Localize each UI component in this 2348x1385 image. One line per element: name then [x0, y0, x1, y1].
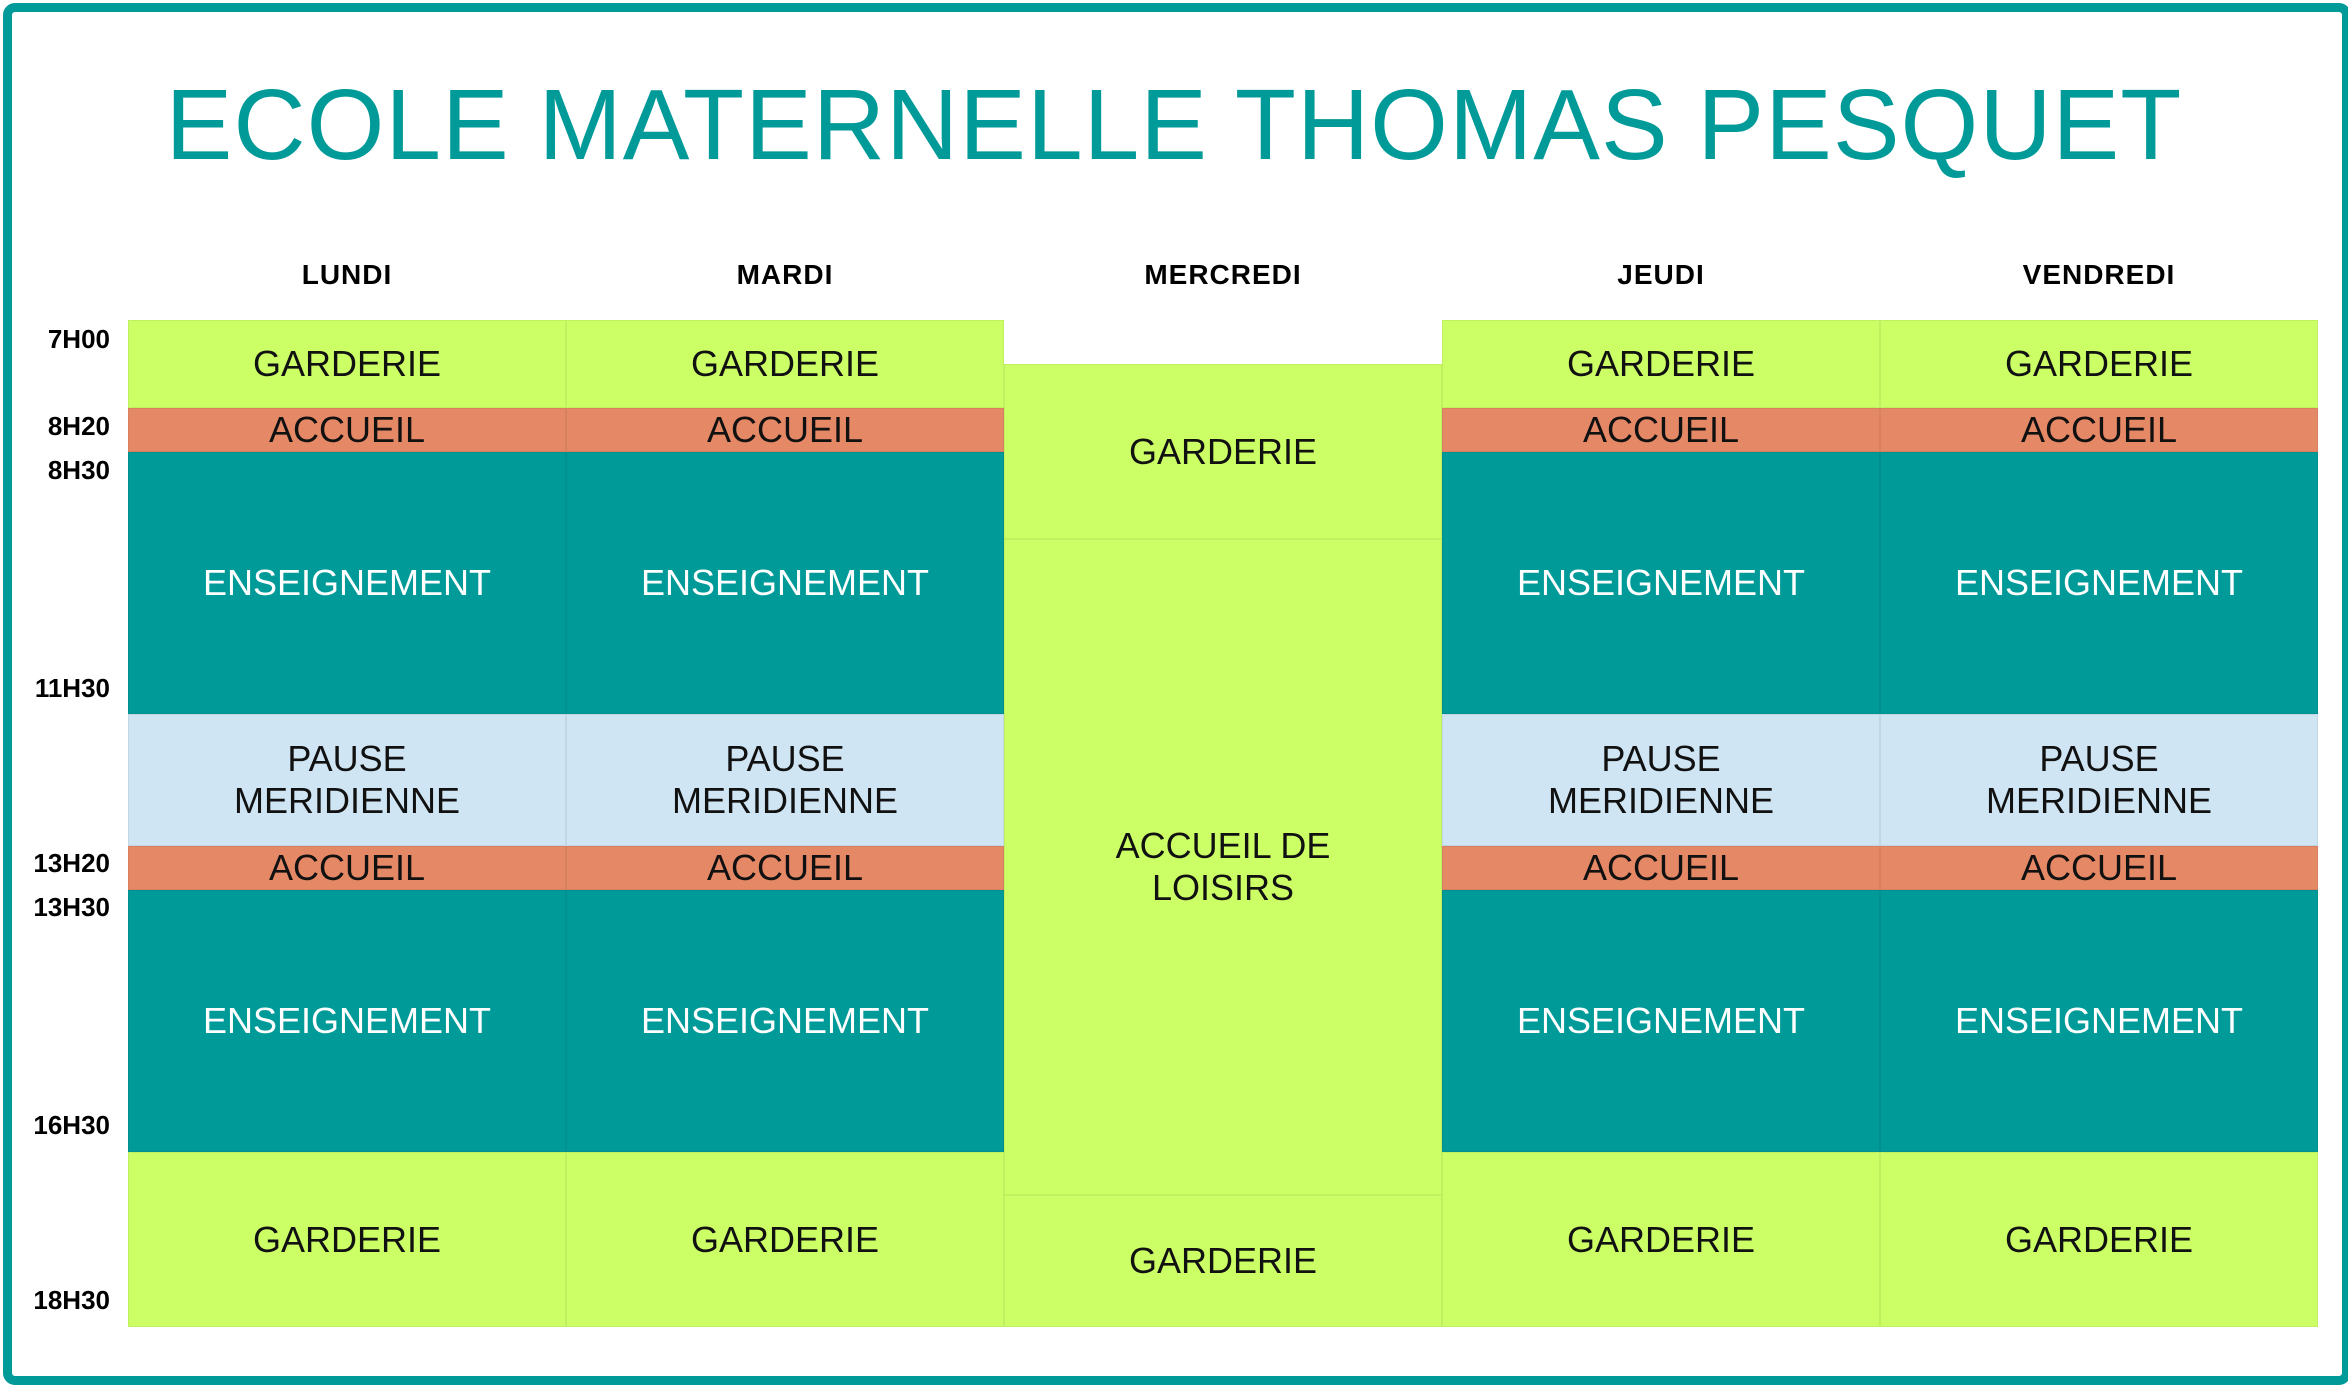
- block-label: GARDERIE: [690, 343, 880, 384]
- time-label-8h30: 8H30: [47, 455, 110, 485]
- vendredi-enseignement-morning: ENSEIGNEMENT: [1880, 452, 2318, 714]
- block-label: ACCUEIL: [2020, 409, 2178, 450]
- lundi-accueil-morning: ACCUEIL: [128, 408, 566, 452]
- day-header-vendredi: VENDREDI: [2022, 259, 2176, 290]
- day-header-mercredi: MERCREDI: [1144, 259, 1302, 290]
- vendredi-accueil-afternoon: ACCUEIL: [1880, 846, 2318, 890]
- block-label: ACCUEIL: [1582, 847, 1740, 888]
- block-label: ENSEIGNEMENT: [640, 562, 930, 603]
- block-label: ACCUEIL: [1582, 409, 1740, 450]
- block-label: GARDERIE: [252, 1218, 442, 1260]
- mercredi-garderie-evening: GARDERIE: [1004, 1195, 1442, 1327]
- block-label: GARDERIE: [1566, 343, 1756, 384]
- day-header-jeudi: JEUDI: [1617, 259, 1705, 290]
- vendredi-garderie-morning: GARDERIE: [1880, 320, 2318, 408]
- jeudi-garderie-evening: GARDERIE: [1442, 1152, 1880, 1327]
- time-label-13h30: 13H30: [33, 892, 110, 922]
- block-label: ACCUEIL: [268, 409, 426, 450]
- time-label-11h30: 11H30: [34, 673, 110, 703]
- day-header-lundi: LUNDI: [301, 259, 393, 290]
- block-label: GARDERIE: [1128, 430, 1318, 472]
- block-label: ENSEIGNEMENT: [202, 562, 492, 603]
- block-label: ACCUEIL: [268, 847, 426, 888]
- block-label: GARDERIE: [1128, 1240, 1318, 1281]
- jeudi-accueil-afternoon: ACCUEIL: [1442, 846, 1880, 890]
- block-label: ENSEIGNEMENT: [1954, 1000, 2244, 1041]
- block-label: ENSEIGNEMENT: [1516, 562, 1806, 603]
- vendredi-accueil-morning: ACCUEIL: [1880, 408, 2318, 452]
- mercredi-accueil-de-loisirs: ACCUEIL DE LOISIRS: [1004, 539, 1442, 1195]
- jeudi-enseignement-afternoon: ENSEIGNEMENT: [1442, 890, 1880, 1152]
- vendredi-enseignement-afternoon: ENSEIGNEMENT: [1880, 890, 2318, 1152]
- block-label: GARDERIE: [1566, 1218, 1756, 1260]
- lundi-garderie-evening: GARDERIE: [128, 1152, 566, 1327]
- jeudi-enseignement-morning: ENSEIGNEMENT: [1442, 452, 1880, 714]
- time-label-16h30: 16H30: [33, 1110, 110, 1140]
- block-label: GARDERIE: [690, 1218, 880, 1260]
- mardi-accueil-morning: ACCUEIL: [566, 408, 1004, 452]
- block-label: ACCUEIL: [706, 847, 864, 888]
- mardi-garderie-evening: GARDERIE: [566, 1152, 1004, 1327]
- block-label: ENSEIGNEMENT: [202, 1000, 492, 1041]
- block-label: PAUSE MERIDIENNE: [671, 738, 899, 821]
- vendredi-pause-meridienne: PAUSE MERIDIENNE: [1880, 714, 2318, 846]
- time-label-18h30: 18H30: [33, 1285, 110, 1315]
- block-label: PAUSE MERIDIENNE: [1985, 738, 2213, 821]
- time-label-8h20: 8H20: [47, 411, 110, 441]
- mardi-enseignement-morning: ENSEIGNEMENT: [566, 452, 1004, 714]
- jeudi-garderie-morning: GARDERIE: [1442, 320, 1880, 408]
- lundi-enseignement-afternoon: ENSEIGNEMENT: [128, 890, 566, 1152]
- jeudi-pause-meridienne: PAUSE MERIDIENNE: [1442, 714, 1880, 846]
- lundi-garderie-morning: GARDERIE: [128, 320, 566, 408]
- block-label: ACCUEIL DE LOISIRS: [1115, 825, 1331, 908]
- mardi-pause-meridienne: PAUSE MERIDIENNE: [566, 714, 1004, 846]
- block-label: ENSEIGNEMENT: [640, 1000, 930, 1041]
- jeudi-accueil-morning: ACCUEIL: [1442, 408, 1880, 452]
- block-label: PAUSE MERIDIENNE: [233, 738, 461, 821]
- block-label: GARDERIE: [252, 343, 442, 384]
- lundi-pause-meridienne: PAUSE MERIDIENNE: [128, 714, 566, 846]
- mardi-accueil-afternoon: ACCUEIL: [566, 846, 1004, 890]
- block-label: ENSEIGNEMENT: [1516, 1000, 1806, 1041]
- mardi-enseignement-afternoon: ENSEIGNEMENT: [566, 890, 1004, 1152]
- vendredi-garderie-evening: GARDERIE: [1880, 1152, 2318, 1327]
- time-label-7h00: 7H00: [47, 324, 110, 354]
- lundi-accueil-afternoon: ACCUEIL: [128, 846, 566, 890]
- block-label: GARDERIE: [2004, 343, 2194, 384]
- mardi-garderie-morning: GARDERIE: [566, 320, 1004, 408]
- lundi-enseignement-morning: ENSEIGNEMENT: [128, 452, 566, 714]
- block-label: ENSEIGNEMENT: [1954, 562, 2244, 603]
- block-label: GARDERIE: [2004, 1218, 2194, 1260]
- block-label: ACCUEIL: [706, 409, 864, 450]
- time-label-13h20: 13H20: [33, 848, 110, 878]
- block-label: PAUSE MERIDIENNE: [1547, 738, 1775, 821]
- block-label: ACCUEIL: [2020, 847, 2178, 888]
- day-header-mardi: MARDI: [736, 259, 834, 290]
- mercredi-garderie-morning: GARDERIE: [1004, 364, 1442, 539]
- page-title: ECOLE MATERNELLE THOMAS PESQUET: [165, 69, 2183, 181]
